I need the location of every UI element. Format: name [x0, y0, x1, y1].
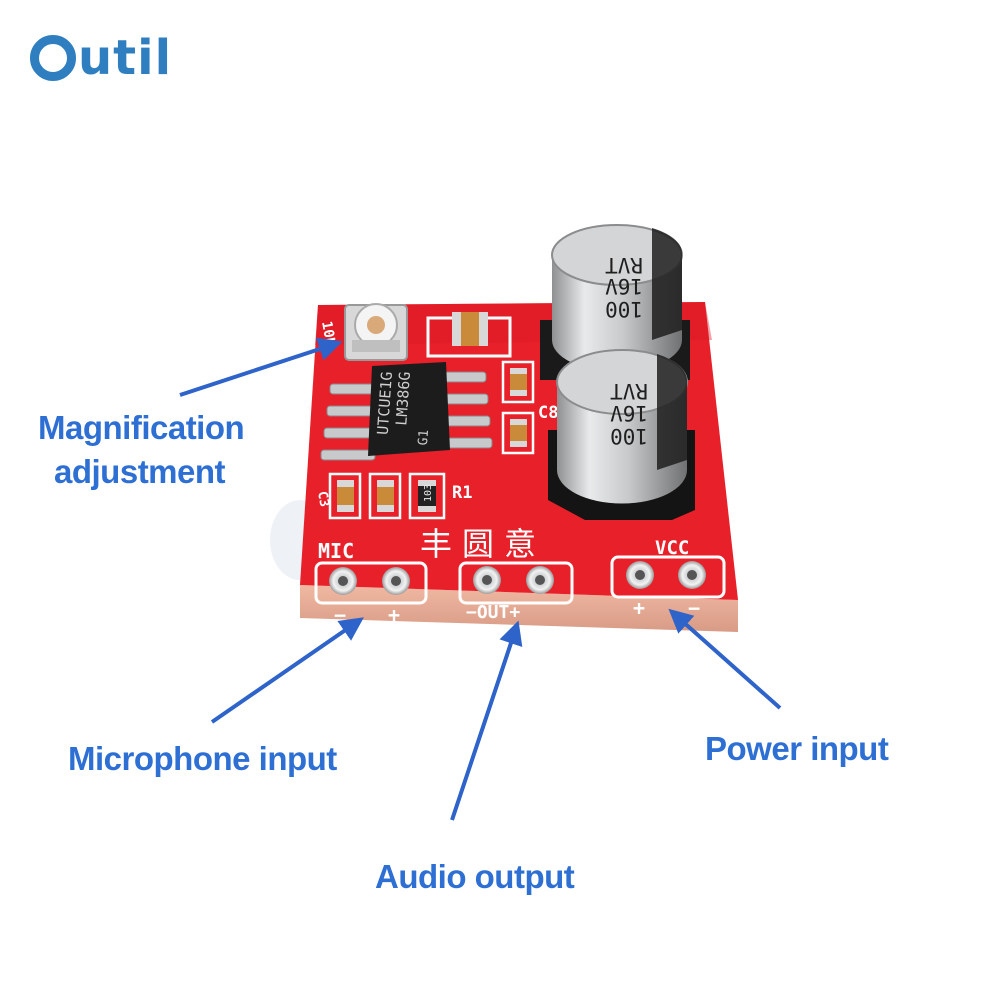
logo-text: util	[78, 30, 173, 86]
audio-arrow	[450, 620, 523, 821]
mic-connector	[314, 561, 428, 605]
back-cap-line1: RVT	[605, 253, 643, 277]
ic-marking-line2: LM386G	[392, 371, 414, 426]
r1-label: R1	[452, 483, 472, 503]
mic-label: MIC	[318, 539, 354, 563]
c8-label: C8	[538, 403, 558, 423]
brand-logo: util	[30, 28, 172, 88]
out-label: −OUT+	[466, 602, 520, 623]
logo-ring-icon	[30, 35, 76, 81]
capacitor-c6	[426, 312, 512, 358]
power-callout: Power input	[705, 730, 889, 767]
capacitor-c3	[328, 472, 362, 520]
power-arrow	[668, 608, 782, 710]
front-cap-line2: 16V	[610, 401, 648, 425]
r1-code: 103	[423, 484, 434, 502]
smd-capacitor-2	[501, 411, 535, 455]
mic-minus: −	[334, 603, 346, 627]
potentiometer	[344, 303, 408, 361]
electrolytic-capacitor-front	[548, 349, 695, 520]
ic-chip	[320, 362, 493, 461]
vcc-minus: −	[688, 596, 700, 620]
chinese-mark: 丰圆意	[420, 525, 546, 563]
back-cap-line3: 100	[605, 297, 643, 321]
smd-capacitor-1	[501, 360, 535, 404]
c3-label: C3	[314, 490, 331, 508]
mic-plus: +	[388, 603, 400, 627]
front-cap-line3: 100	[610, 424, 648, 448]
vcc-plus: +	[633, 596, 645, 620]
out-connector	[458, 561, 574, 605]
magnification-callout: Magnification adjustment	[38, 406, 245, 494]
magnification-arrow	[179, 337, 343, 397]
magnification-line2: adjustment	[54, 453, 226, 490]
vcc-label: VCC	[655, 537, 689, 559]
back-cap-line2: 16V	[605, 274, 643, 298]
microphone-callout: Microphone input	[68, 740, 337, 777]
resistor-r1	[408, 472, 446, 520]
audio-callout: Audio output	[375, 858, 575, 895]
capacitor-c4	[368, 472, 402, 520]
ic-marking-line3: G1	[416, 429, 432, 446]
vcc-connector	[610, 555, 726, 599]
front-cap-line1: RVT	[610, 379, 648, 403]
microphone-arrow	[210, 617, 364, 724]
magnification-line1: Magnification	[38, 409, 245, 446]
ic-marking-line1: UTCUE1G	[374, 371, 396, 435]
